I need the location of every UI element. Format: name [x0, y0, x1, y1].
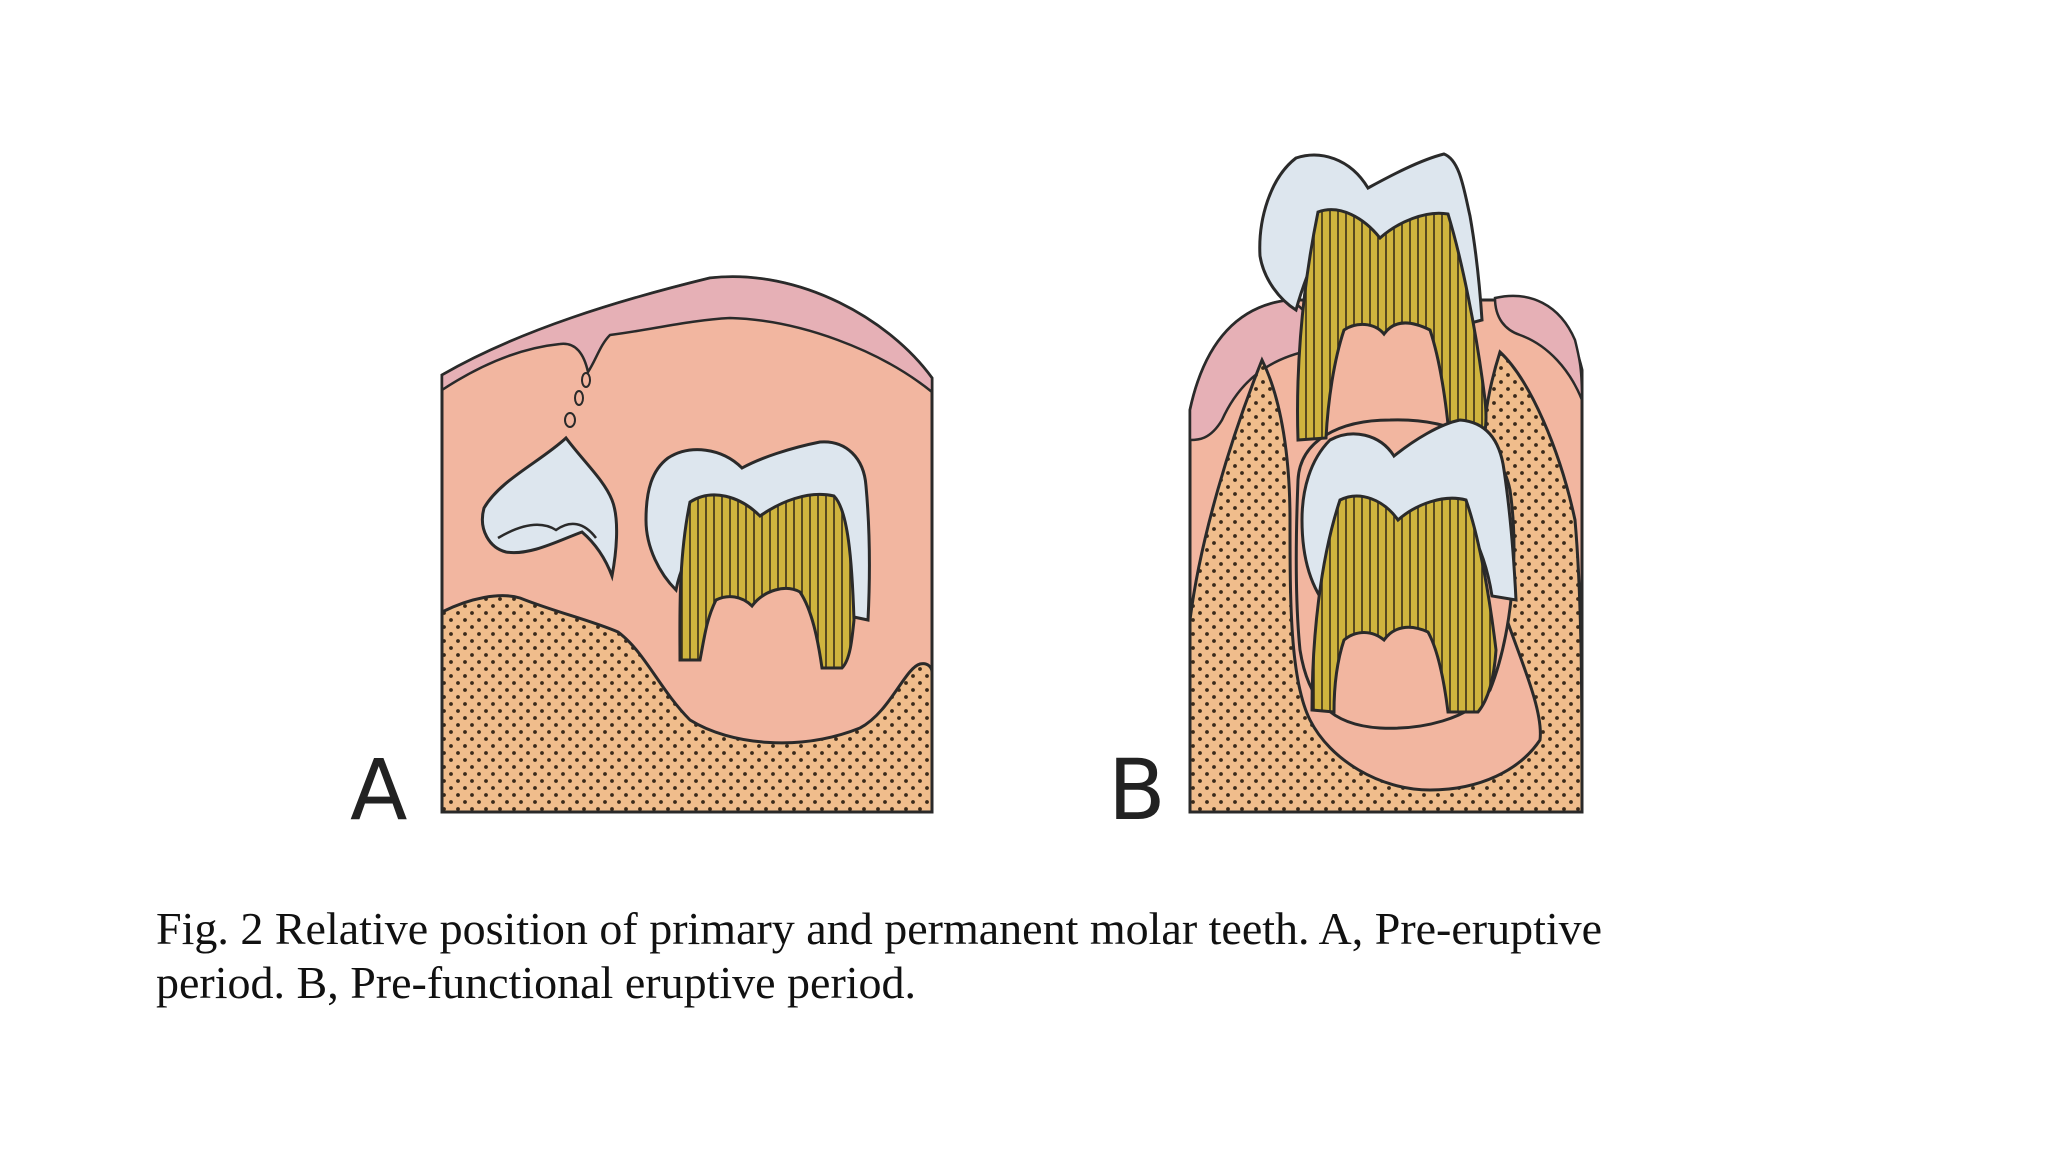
- caption-line-1: Fig. 2 Relative position of primary and …: [156, 903, 1603, 954]
- caption-line-2: period. B, Pre-functional eruptive perio…: [156, 957, 917, 1008]
- panel-a-alveolar-bone: [440, 594, 934, 814]
- panel-b-diagram: [1188, 152, 1584, 814]
- panel-a-lamina-2: [574, 390, 584, 406]
- panel-a-permanent-germ-inner: [497, 522, 597, 540]
- panel-a-primary-molar-dentin: [678, 492, 856, 670]
- panel-b-permanent-molar-dentin: [1310, 494, 1498, 714]
- panel-label-b: B: [1108, 741, 1166, 839]
- figure-caption: Fig. 2 Relative position of primary and …: [156, 902, 1916, 1010]
- panel-a-diagram: [440, 275, 934, 814]
- panel-label-a: A: [350, 741, 408, 839]
- panel-a-lamina-3: [564, 412, 576, 428]
- panel-a-lamina-1: [581, 372, 591, 388]
- panel-a-gingiva: [440, 275, 934, 395]
- panel-b-gingiva-right: [1493, 294, 1584, 401]
- panel-a-permanent-tooth-germ: [481, 435, 619, 582]
- panel-b-primary-molar-dentin: [1296, 208, 1488, 448]
